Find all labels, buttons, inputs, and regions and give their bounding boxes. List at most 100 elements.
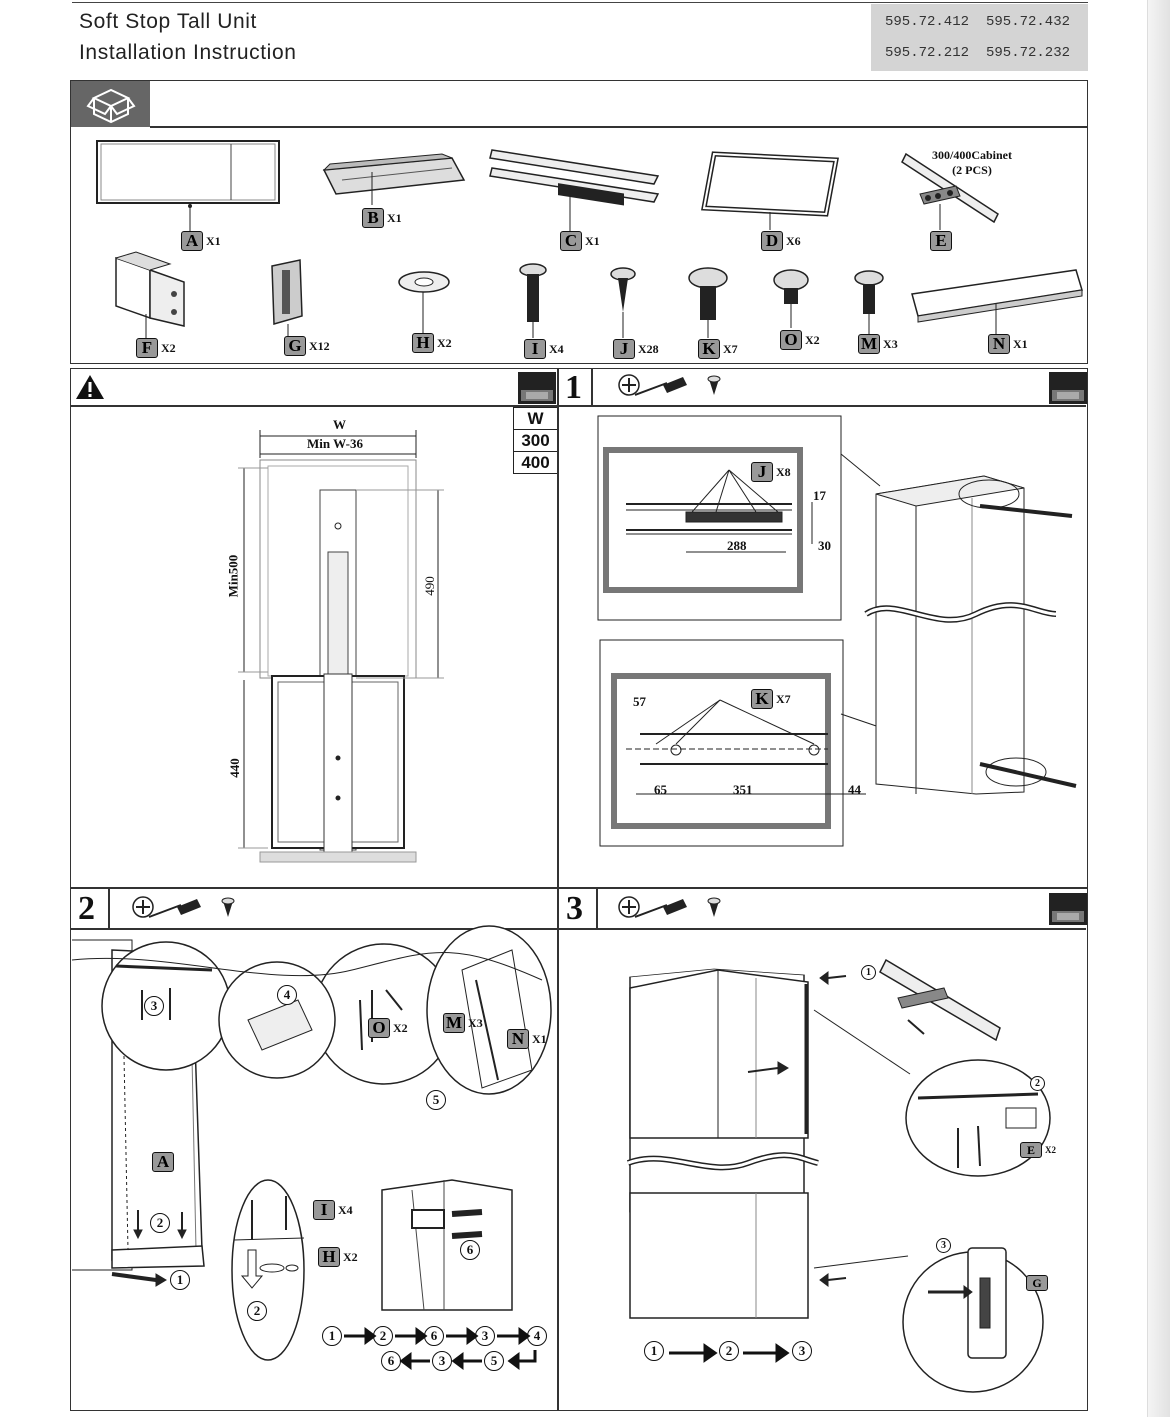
step1-header-rule bbox=[558, 405, 1086, 407]
part-qty: X1 bbox=[206, 233, 221, 248]
sequence-step: 5 bbox=[484, 1351, 504, 1371]
part-qty: X1 bbox=[585, 233, 600, 248]
part-key: H bbox=[318, 1247, 340, 1267]
sequence-arrows bbox=[669, 1343, 790, 1363]
part-key: F bbox=[136, 338, 158, 358]
dim-44: 44 bbox=[848, 782, 861, 797]
part-qty: X1 bbox=[387, 210, 402, 225]
cabinet-width-icon bbox=[1049, 893, 1087, 925]
step2-circle: 3 bbox=[144, 996, 164, 1016]
step2-header-rule bbox=[71, 928, 557, 930]
article-code: 595.72.412 bbox=[885, 14, 970, 30]
step2-circle: 4 bbox=[277, 985, 297, 1005]
dim-min-w: Min W-36 bbox=[307, 436, 363, 451]
step3-header-rule bbox=[558, 928, 1086, 930]
screwdriver-tool-icon bbox=[618, 374, 721, 396]
part-e-note-line1: 300/400Cabinet bbox=[932, 148, 1013, 162]
part-key: A bbox=[152, 1152, 174, 1172]
dimension-drawing bbox=[238, 430, 444, 863]
article-code: 595.72.232 bbox=[986, 45, 1071, 61]
step2-drawing bbox=[71, 925, 552, 1361]
part-key: D bbox=[761, 231, 783, 251]
top-rule bbox=[72, 2, 1088, 3]
step2-circle: 2 bbox=[150, 1213, 170, 1233]
part-key: J bbox=[613, 339, 635, 359]
part-qty: X2 bbox=[393, 1020, 408, 1035]
part-g-drawing bbox=[271, 259, 303, 340]
part-qty: X12 bbox=[309, 338, 330, 353]
dim-30: 30 bbox=[818, 538, 831, 553]
width-table-header: W bbox=[514, 408, 557, 430]
parts-panel bbox=[70, 80, 1088, 364]
part-qty: X4 bbox=[549, 341, 564, 356]
dim-min500: Min500 bbox=[225, 554, 241, 598]
part-e-note-line2: (2 PCS) bbox=[952, 163, 992, 177]
title-line-2: Installation Instruction bbox=[79, 41, 297, 64]
part-key: K bbox=[751, 689, 773, 709]
part-i-drawing bbox=[519, 263, 547, 338]
part-m-drawing bbox=[854, 270, 884, 334]
step1-drawing bbox=[597, 415, 1077, 847]
part-c-drawing bbox=[489, 149, 660, 234]
part-key: B bbox=[362, 208, 384, 228]
part-k-drawing bbox=[688, 267, 728, 338]
part-qty: X7 bbox=[776, 691, 791, 706]
part-key: I bbox=[313, 1200, 335, 1220]
part-key: I bbox=[524, 339, 546, 359]
dim-w: W bbox=[333, 417, 346, 432]
part-qty: X2 bbox=[805, 332, 820, 347]
step2-circle: 2 bbox=[247, 1301, 267, 1321]
part-e-drawing bbox=[901, 152, 999, 230]
step2-circle: 1 bbox=[170, 1270, 190, 1290]
article-codes: 595.72.412 595.72.432 595.72.212 595.72.… bbox=[871, 4, 1088, 71]
title-line-1: Soft Stop Tall Unit bbox=[79, 10, 257, 33]
part-a-drawing bbox=[96, 140, 280, 232]
part-qty: X1 bbox=[532, 1031, 547, 1046]
part-qty: X8 bbox=[776, 464, 791, 479]
step3-number-divider bbox=[596, 888, 598, 928]
dim-288: 288 bbox=[727, 538, 747, 553]
sequence-arrows bbox=[344, 1327, 537, 1370]
part-e-note: 300/400Cabinet (2 PCS) bbox=[932, 148, 1012, 178]
part-qty: X2 bbox=[343, 1249, 358, 1264]
part-key: C bbox=[560, 231, 582, 251]
warning-triangle-icon bbox=[76, 375, 104, 399]
step2-circle: 6 bbox=[460, 1240, 480, 1260]
step1-number-divider bbox=[591, 369, 593, 405]
width-table-row: 400 bbox=[521, 453, 550, 472]
dim-351: 351 bbox=[733, 782, 753, 797]
step3-drawing bbox=[626, 958, 1051, 1393]
step3-label-g: G bbox=[1026, 1275, 1048, 1291]
part-key: O bbox=[368, 1018, 390, 1038]
part-key: G bbox=[1026, 1275, 1048, 1291]
part-label-e: E bbox=[930, 231, 952, 251]
part-n-drawing bbox=[911, 269, 1083, 334]
parts-header-rule bbox=[150, 126, 1087, 128]
part-qty: X2 bbox=[1045, 1145, 1056, 1155]
step2-panel bbox=[70, 887, 559, 1411]
step3-panel bbox=[557, 887, 1088, 1411]
width-table-row: 300 bbox=[514, 430, 557, 452]
screwdriver-tool-icon bbox=[132, 896, 235, 918]
width-table: W 300 400 bbox=[513, 407, 558, 474]
screwdriver-tool-icon bbox=[618, 896, 721, 918]
dim-490: 490 bbox=[421, 576, 437, 596]
part-key: O bbox=[780, 330, 802, 350]
step3-circle: 3 bbox=[936, 1238, 951, 1253]
step3-circle: 1 bbox=[861, 965, 876, 980]
step3-circle: 2 bbox=[1030, 1076, 1045, 1091]
